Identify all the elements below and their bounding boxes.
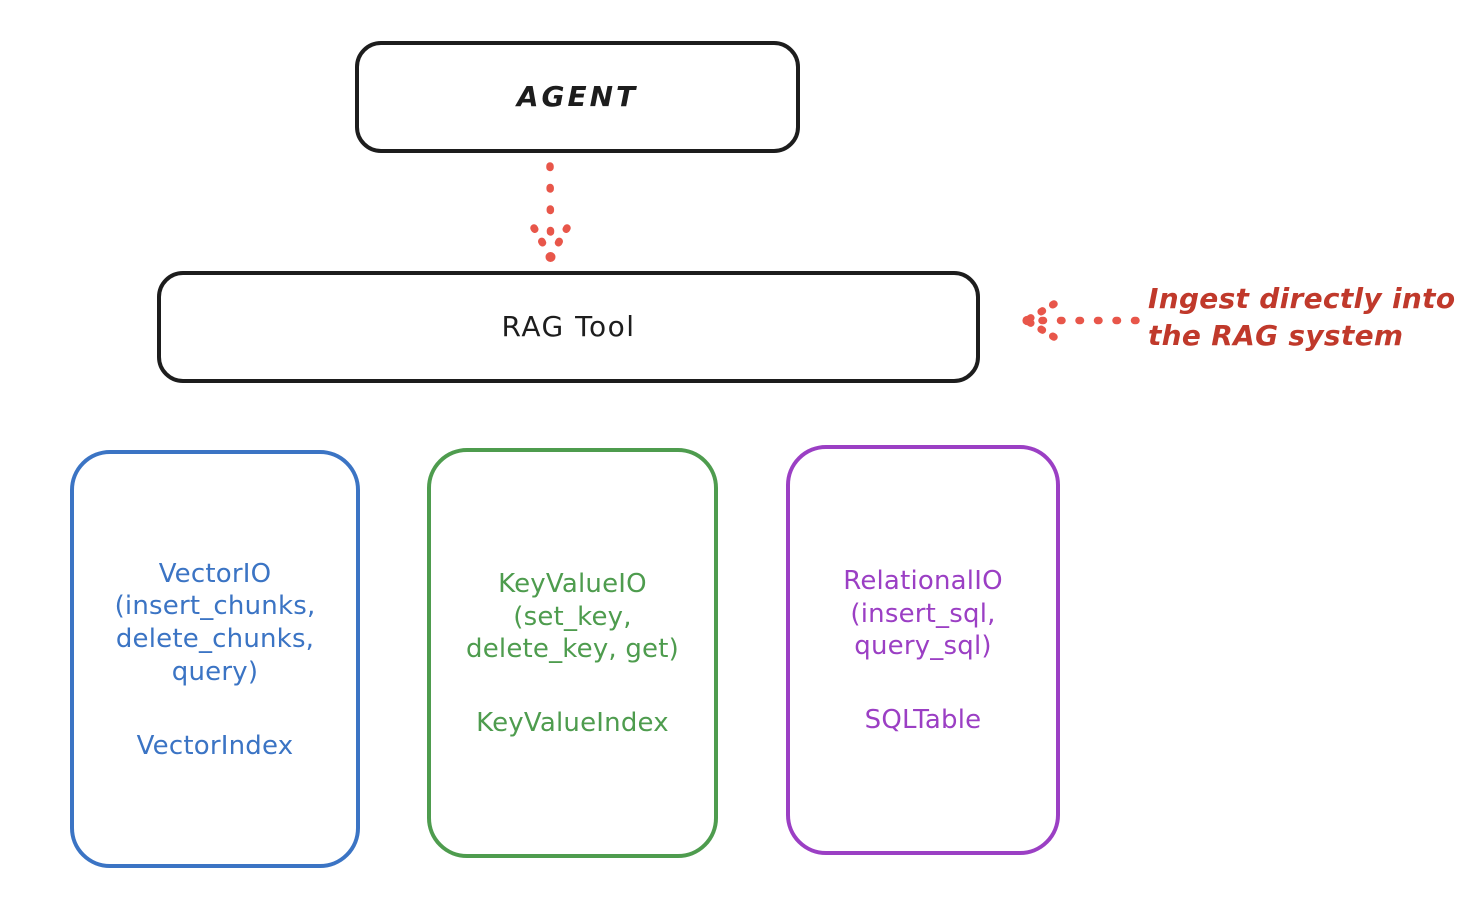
node-vector-io-label: VectorIO (insert_chunks, delete_chunks, … xyxy=(114,558,316,687)
node-key-value-io-sublabel: KeyValueIndex xyxy=(476,708,669,739)
node-vector-io-content: VectorIO (insert_chunks, delete_chunks, … xyxy=(84,558,346,761)
node-relational-io[interactable]: RelationalIO (insert_sql, query_sql) SQL… xyxy=(786,445,1060,855)
node-rag-tool[interactable]: RAG Tool xyxy=(157,271,980,383)
node-agent[interactable]: AGENT xyxy=(355,41,800,153)
node-key-value-io-label: KeyValueIO (set_key, delete_key, get) xyxy=(466,568,679,665)
connector-agent-to-rag-tool-icon xyxy=(530,162,571,262)
node-relational-io-label: RelationalIO (insert_sql, query_sql) xyxy=(843,565,1003,662)
node-relational-io-content: RelationalIO (insert_sql, query_sql) SQL… xyxy=(800,565,1046,735)
node-vector-io-sublabel: VectorIndex xyxy=(136,730,294,761)
connector-ingest-annotation-icon xyxy=(1022,300,1140,341)
node-key-value-io[interactable]: KeyValueIO (set_key, delete_key, get) Ke… xyxy=(427,448,718,858)
node-rag-tool-label: RAG Tool xyxy=(501,309,636,343)
node-vector-io[interactable]: VectorIO (insert_chunks, delete_chunks, … xyxy=(70,450,360,868)
node-relational-io-sublabel: SQLTable xyxy=(864,705,982,736)
annotation-ingest-text: Ingest directly into the RAG system xyxy=(1148,282,1456,352)
node-key-value-io-content: KeyValueIO (set_key, delete_key, get) Ke… xyxy=(441,568,704,738)
node-agent-label: AGENT xyxy=(516,79,639,113)
